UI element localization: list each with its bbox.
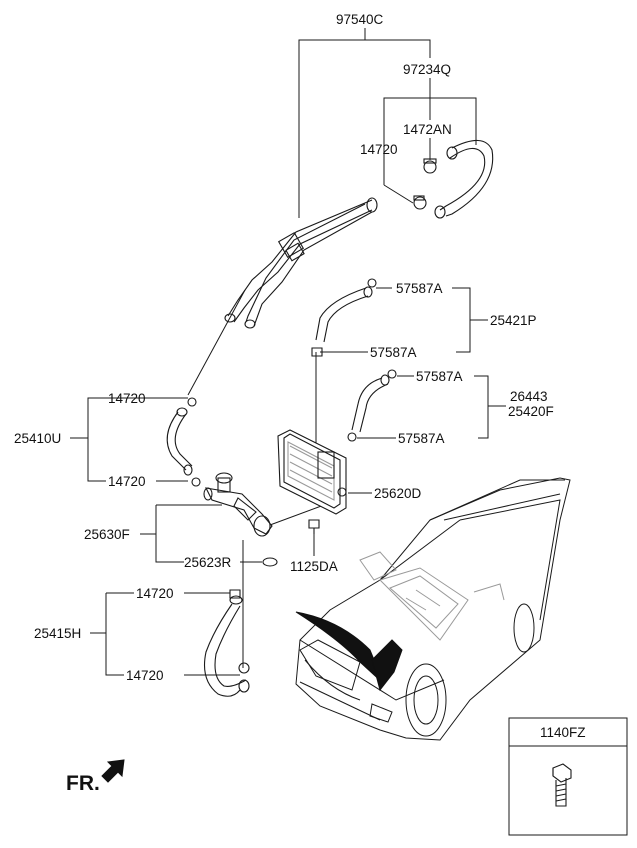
label-57587a-3: 57587A	[416, 369, 463, 384]
vehicle-illustration	[295, 477, 571, 741]
label-14720-b1: 14720	[108, 391, 146, 406]
label-14720-c2: 14720	[126, 668, 164, 683]
label-97540c: 97540C	[336, 12, 384, 27]
hose-assembly-97540c	[224, 197, 378, 329]
label-26443: 26443	[510, 389, 548, 404]
hose-26443	[347, 369, 397, 442]
label-57587a-1: 57587A	[396, 281, 443, 296]
label-25420f: 25420F	[508, 404, 554, 419]
label-25630f: 25630F	[84, 527, 130, 542]
hose-25415h	[203, 589, 250, 697]
leader-lines	[70, 28, 506, 676]
label-25410u: 25410U	[14, 431, 62, 446]
front-arrow-icon	[101, 759, 125, 783]
label-25623r: 25623R	[184, 555, 232, 570]
inset-box	[508, 717, 628, 836]
front-direction-label: FR.	[66, 772, 100, 795]
upper-hose-97234q	[413, 139, 494, 219]
label-97234q: 97234Q	[403, 62, 452, 77]
housing-25630f	[203, 472, 278, 567]
label-1472an: 1472AN	[403, 122, 452, 137]
heater-unit-25620d	[277, 429, 347, 515]
inset-part-number: 1140FZ	[540, 725, 586, 740]
bolt-1125da	[308, 519, 320, 534]
label-14720-c1: 14720	[136, 586, 174, 601]
hose-25410u	[166, 397, 201, 487]
label-14720-upper: 14720	[360, 142, 398, 157]
label-57587a-4: 57587A	[398, 431, 445, 446]
label-25421p: 25421P	[490, 313, 537, 328]
label-25415h: 25415H	[34, 626, 82, 641]
label-25620d: 25620D	[374, 486, 422, 501]
label-1125da: 1125DA	[290, 559, 338, 574]
hose-25421p	[311, 278, 377, 357]
label-57587a-2: 57587A	[370, 345, 417, 360]
label-14720-b2: 14720	[108, 474, 146, 489]
bolt-1140fz-icon	[552, 763, 572, 807]
